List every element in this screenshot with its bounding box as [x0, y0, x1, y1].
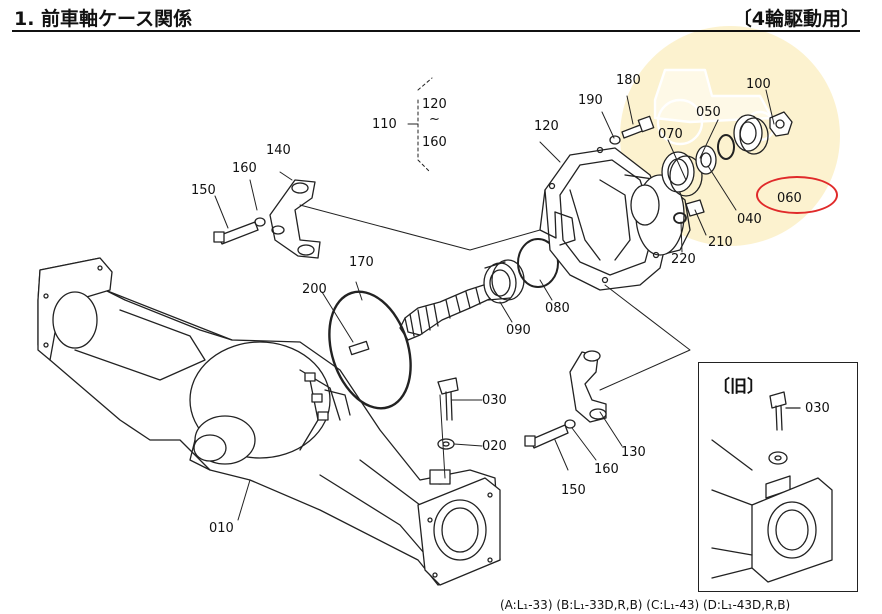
- page-title: 1. 前車軸ケース関係: [14, 8, 193, 30]
- watermark-tractor-icon: [653, 68, 776, 146]
- inset-box-old-type: [698, 362, 858, 592]
- inset-callout-030: 030: [805, 401, 830, 416]
- callout-190: 190: [578, 93, 603, 108]
- callout-130: 130: [621, 445, 646, 460]
- pin-200: [348, 340, 370, 356]
- callout-080: 080: [545, 301, 570, 316]
- callout-120: 120: [534, 119, 559, 134]
- callout-160-left: 160: [232, 161, 257, 176]
- bolt-150-right: [529, 424, 569, 449]
- highlight-circle-060: [756, 176, 838, 214]
- callout-210: 210: [708, 235, 733, 250]
- callout-060: 060: [777, 191, 802, 206]
- callout-030: 030: [482, 393, 507, 408]
- callout-110: 110: [372, 117, 397, 132]
- plug-210: [685, 199, 705, 217]
- inset-title: 〔旧〕: [713, 377, 764, 397]
- callout-180: 180: [616, 73, 641, 88]
- o-ring-080: [517, 238, 559, 288]
- washer-190: [609, 135, 621, 145]
- callout-100: 100: [746, 77, 771, 92]
- callout-070: 070: [658, 127, 683, 142]
- nut-100: [769, 111, 793, 137]
- callout-220: 220: [671, 252, 696, 267]
- callout-tilde: ~: [429, 112, 440, 127]
- washer-220: [673, 212, 687, 224]
- axle-case-010: [37, 257, 501, 586]
- page-subtitle: 〔4輪駆動用〕: [732, 8, 860, 30]
- shim-050: [717, 134, 735, 160]
- inset-old-type-drawing: [711, 391, 833, 583]
- breather-030: [437, 377, 459, 421]
- callout-090: 090: [506, 323, 531, 338]
- bearing-holder-130: [569, 350, 607, 423]
- callout-010: 010: [209, 521, 234, 536]
- callout-040: 040: [737, 212, 762, 227]
- washer-160-left: [254, 217, 266, 227]
- bearing-holder-140: [269, 179, 321, 259]
- collar-040: [695, 145, 717, 175]
- bearing-090: [483, 259, 525, 304]
- header-rule: [12, 30, 860, 32]
- callout-150-left: 150: [191, 183, 216, 198]
- callout-140: 140: [266, 143, 291, 158]
- callout-170: 170: [349, 255, 374, 270]
- callout-020: 020: [482, 439, 507, 454]
- washer-160-right: [564, 419, 576, 429]
- callout-150-right: 150: [561, 483, 586, 498]
- callout-050: 050: [696, 105, 721, 120]
- washer-020: [437, 438, 455, 450]
- callout-160-range-end: 160: [422, 135, 447, 150]
- gear-case-120: [539, 146, 691, 291]
- leader-lines: [214, 77, 775, 521]
- callout-200: 200: [302, 282, 327, 297]
- callout-160-right: 160: [594, 462, 619, 477]
- callout-120-range-start: 120: [422, 97, 447, 112]
- bevel-pinion: [399, 282, 497, 341]
- model-applicability-footer: (A:L₁-33) (B:L₁-33D,R,B) (C:L₁-43) (D:L₁…: [500, 598, 791, 612]
